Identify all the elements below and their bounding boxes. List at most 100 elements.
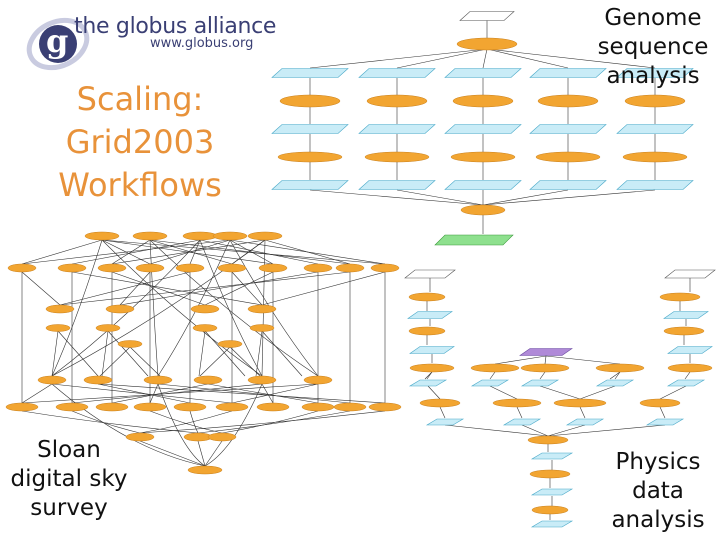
workflow-job-node (55, 402, 89, 412)
workflow-job-node (45, 324, 71, 332)
diagram-edge (51, 383, 233, 404)
workflow-file-node (425, 418, 465, 426)
genome-label: Genome sequence analysis (588, 4, 718, 91)
diagram-edge (107, 330, 149, 377)
diagram-edge (309, 48, 488, 69)
diagram-edge (101, 330, 109, 377)
workflow-job-node (639, 398, 681, 408)
diagram-edge (545, 355, 621, 365)
diagram-edge (198, 330, 206, 377)
workflow-job-node (190, 304, 220, 314)
workflow-file-node (444, 180, 522, 190)
workflow-job-node (277, 151, 343, 163)
workflow-job-node (333, 402, 367, 412)
diagram-edge (309, 189, 484, 206)
logo-letter: g (46, 22, 69, 60)
diagram-edge (261, 383, 274, 404)
diagram-edge (51, 239, 103, 377)
logo-name: the globus alliance (74, 14, 277, 39)
workflow-file-node (502, 418, 542, 426)
diagram-edge (539, 385, 581, 400)
workflow-file-node (530, 520, 574, 528)
diagram-edge (111, 239, 151, 265)
workflow-job-node (135, 263, 165, 273)
workflow-job-node (173, 402, 207, 412)
workflow-file-node (358, 180, 436, 190)
diagram-edge (609, 371, 621, 380)
diagram-edge (199, 239, 263, 377)
diagram-edge (547, 424, 586, 437)
workflow-job-node (529, 469, 571, 479)
diagram-edge (139, 410, 233, 434)
diagram-edge (57, 330, 99, 377)
workflow-file-node (565, 418, 605, 426)
workflow-job-node (531, 505, 569, 515)
workflow-job-node (366, 94, 428, 108)
workflow-job-node (247, 375, 277, 385)
workflow-job-node (83, 375, 113, 385)
workflow-job-node (659, 292, 701, 302)
diagram-edge (544, 355, 547, 365)
diagram-edge (614, 371, 621, 380)
workflow-job-node (217, 340, 243, 348)
diagram-edges (21, 20, 691, 520)
diagram-edge (494, 355, 547, 365)
workflow-file-node (530, 488, 574, 496)
workflow-job-node (595, 363, 645, 373)
diagram-edge (97, 383, 386, 404)
genome-label-line-1: Genome (604, 5, 702, 31)
workflow-job-node (5, 402, 39, 412)
diagram-edge (486, 48, 656, 69)
diagram-edge (101, 239, 386, 265)
diagram-edge (149, 383, 159, 404)
workflow-job-node (7, 263, 37, 273)
diagram-edge (51, 239, 266, 377)
physics-label-line-3: analysis (611, 507, 705, 533)
diagram-edge (231, 383, 319, 404)
workflow-job-node (84, 231, 120, 241)
diagram-edge (199, 346, 231, 377)
workflow-job-node (133, 402, 167, 412)
workflow-job-node (553, 398, 607, 408)
diagram-edge (261, 330, 303, 377)
workflow-job-node (117, 340, 143, 348)
diagram-edge (71, 271, 263, 306)
diagram-edge (189, 410, 199, 434)
diagram-edge (21, 239, 103, 265)
workflow-file-node (616, 124, 694, 134)
workflow-job-node (207, 432, 237, 442)
workflow-file-node (271, 68, 349, 78)
workflow-job-node (247, 304, 277, 314)
physics-label-line-1: Physics (615, 449, 701, 475)
workflow-job-node (45, 304, 75, 314)
workflow-job-node (249, 324, 275, 332)
diagram-edge (59, 271, 191, 306)
diagram-edge (21, 239, 231, 265)
workflow-file-node (459, 11, 515, 21)
workflow-file-node (358, 68, 436, 78)
diagram-edge (489, 385, 518, 400)
diagram-edge (111, 239, 266, 265)
diagram-edge (21, 271, 61, 306)
workflow-job-node (408, 326, 446, 336)
workflow-job-node (335, 263, 365, 273)
workflow-job-node (247, 231, 283, 241)
workflow-job-node (187, 465, 223, 475)
workflow-job-node (408, 292, 446, 302)
workflow-file-node (529, 124, 607, 134)
workflow-file-node (520, 379, 560, 387)
workflow-job-node (182, 231, 218, 241)
diagram-edge (149, 239, 351, 265)
workflow-file-node (409, 346, 455, 354)
workflow-job-node (492, 398, 542, 408)
workflow-job-node (193, 375, 223, 385)
diagram-edge (684, 371, 691, 380)
diagram-edge (659, 406, 666, 419)
workflow-job-node (624, 94, 686, 108)
diagram-edge (579, 385, 616, 400)
diagram-edge (482, 189, 569, 206)
workflow-job-node (303, 263, 333, 273)
diagram-edge (139, 410, 386, 434)
diagram-edge (207, 383, 319, 404)
